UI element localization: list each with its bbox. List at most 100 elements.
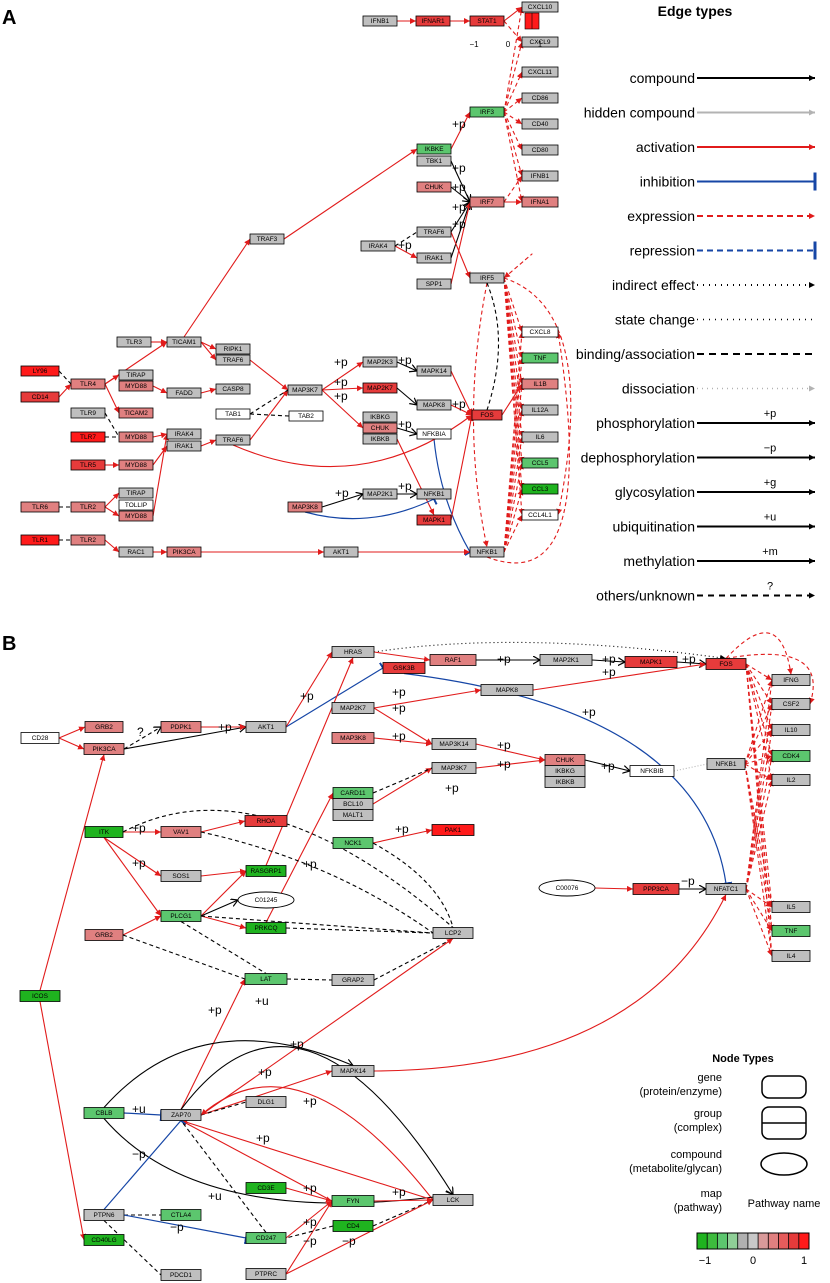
edge-bind — [285, 1225, 334, 1239]
node-label: TRAF6 — [223, 437, 244, 444]
node-label: IRAK4 — [369, 243, 388, 250]
node-label: IFNB1 — [371, 18, 390, 25]
node-label: CD80 — [532, 147, 549, 154]
edge-mod-label: +p — [208, 1003, 222, 1017]
compound-c01245: C01245 — [237, 891, 295, 909]
node-ly96: LY96 — [20, 365, 60, 377]
node-label: NFATC1 — [714, 886, 739, 893]
edge-mod-label: +p — [392, 685, 406, 699]
node-label: CTLA4 — [171, 1212, 192, 1219]
edge-exp — [503, 488, 524, 553]
node-label: RHOA — [257, 818, 276, 825]
node-label: DLG1 — [258, 1099, 275, 1106]
node-il5: IL5 — [771, 901, 811, 913]
edge-bind — [103, 1220, 162, 1276]
node-label: LCK — [447, 1197, 460, 1204]
node-akt1: AKT1 — [323, 546, 359, 558]
node-label: HRAS — [344, 649, 363, 656]
node-label: MYD88 — [125, 383, 147, 390]
node-label: IL1B — [533, 381, 546, 388]
node-label: NFKBIA — [422, 431, 446, 438]
edge-type-mark: +g — [764, 477, 777, 489]
edge-exp — [503, 111, 523, 125]
node-label: TAB2 — [298, 413, 314, 420]
edge-act — [103, 837, 162, 877]
node-cd40: CD40 — [521, 118, 559, 130]
node-irak4: IRAK4 — [360, 240, 396, 252]
edge-exp — [503, 253, 533, 279]
edge-bind — [286, 978, 333, 981]
node-label: CXCL11 — [528, 69, 552, 76]
node-label: CD86 — [532, 95, 549, 102]
node-raf1: RAF1 — [429, 654, 477, 666]
edge-exp — [503, 462, 524, 553]
edge-exp — [503, 111, 524, 203]
node-label: NFKB1 — [424, 491, 445, 498]
edge-mod-label: +p — [258, 1065, 272, 1079]
edges-layer — [39, 6, 815, 1276]
node-label: CASP8 — [222, 386, 244, 393]
edge-bind — [249, 389, 289, 415]
edge-bind — [373, 938, 454, 981]
node-label: CD4 — [346, 1223, 359, 1230]
edge-mod-label: +p — [300, 689, 314, 703]
node-myd88: MYD88 — [118, 459, 154, 471]
scale-border — [696, 1232, 810, 1250]
edge-mod-label: +p — [452, 180, 466, 194]
node-label: MAPK14 — [421, 368, 447, 375]
node-label: IL4 — [786, 953, 795, 960]
node-tirap: TIRAP — [118, 487, 154, 499]
node-label: RAC1 — [127, 549, 145, 556]
node-label: PLCG1 — [170, 913, 192, 920]
node-label: BCL10 — [343, 801, 363, 808]
edge-mod-label: +p — [602, 665, 616, 679]
node-cd14: CD14 — [20, 391, 60, 403]
edge-exp — [744, 729, 773, 765]
edge-bind — [200, 1101, 247, 1116]
edge-act — [200, 439, 217, 447]
edge-mod-label: +u — [255, 994, 269, 1008]
node-type-label: compound — [671, 1149, 722, 1161]
edge-act — [532, 661, 707, 691]
node-chuk: CHUK — [544, 754, 586, 766]
node-label: PPP3CA — [643, 886, 669, 893]
edge-act — [321, 389, 364, 429]
node-fyn: FYN — [331, 1195, 375, 1207]
node-map3k8: MAP3K8 — [331, 732, 375, 744]
edge-exp — [744, 763, 773, 781]
edge-mod-label: +p — [334, 355, 348, 369]
edge-act — [594, 885, 634, 892]
node-label: TBK1 — [426, 158, 443, 165]
edge-type-label: methylation — [623, 553, 695, 569]
node-ccl4l1: CCL4L1 — [521, 509, 559, 521]
edge-exp — [745, 779, 774, 890]
node-label: TRAF3 — [257, 236, 278, 243]
node-tab1: TAB1 — [215, 408, 251, 420]
edge-act — [180, 978, 246, 1110]
edge-exp — [745, 888, 773, 957]
mini-scale-label: 0 — [506, 40, 511, 49]
node-ccl5: CCL5 — [521, 457, 559, 469]
node-pak1: PAK1 — [431, 824, 475, 836]
edge-act — [183, 238, 251, 338]
edge-type-label: ubiquitination — [612, 519, 695, 535]
edge-mod-label: +p — [398, 353, 412, 367]
scale-cell — [758, 1233, 769, 1249]
edge-act — [200, 341, 217, 361]
edge-act — [373, 1197, 434, 1204]
node-label: MAPK1 — [640, 659, 662, 666]
node-label: CD40 — [532, 121, 549, 128]
node-label: MAP3K14 — [439, 741, 469, 748]
edge-cmp — [450, 202, 470, 259]
node-label: CXCL8 — [530, 329, 551, 336]
edge-mod-label: +p — [392, 1185, 406, 1199]
node-label: MALT1 — [343, 812, 364, 819]
node-tlr2: TLR2 — [70, 501, 106, 513]
arrow-head-icon — [809, 109, 815, 116]
edge-act — [200, 915, 247, 930]
node-label: RIPK1 — [224, 346, 243, 353]
edge-exp — [744, 763, 775, 932]
node-label: MYD88 — [125, 513, 147, 520]
node-tlr6: TLR6 — [20, 501, 60, 513]
edge-exp — [503, 6, 524, 113]
